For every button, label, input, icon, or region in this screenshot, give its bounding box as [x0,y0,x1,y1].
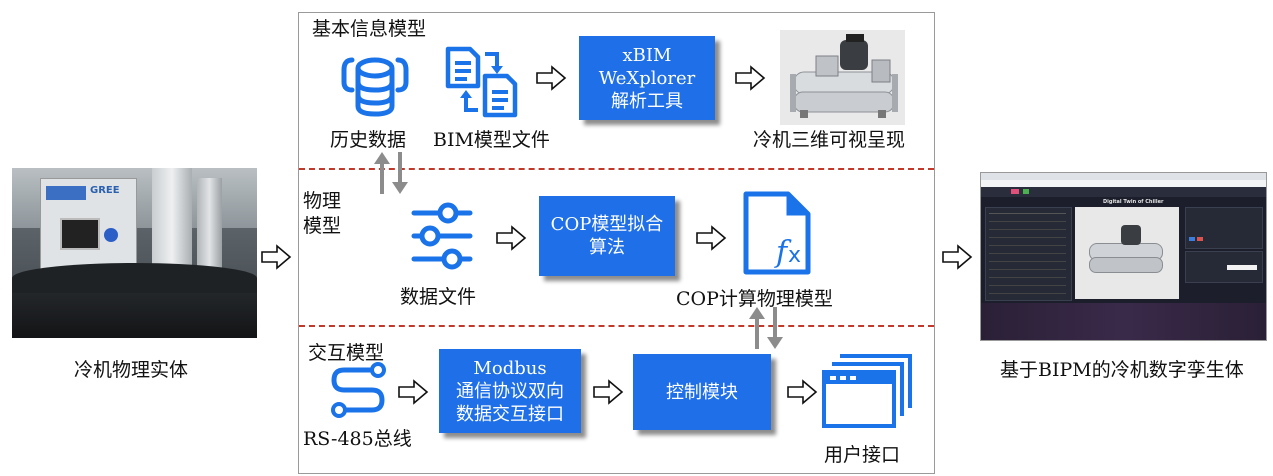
parser-line-1: xBIM [622,44,672,66]
arrow-right-icon [787,379,818,405]
history-data-label: 历史数据 [330,129,407,151]
chiller-photo: GREE [12,168,257,338]
bidirectional-arrow-icon [749,307,783,349]
model-frame [298,12,935,474]
user-interface-label: 用户接口 [824,444,901,466]
screen-title: Digital Twin of Chiller [1103,199,1164,205]
rs485-bus-label: RS-485总线 [303,428,412,450]
arrow-right-icon [496,225,527,251]
route-icon [331,362,386,418]
arrow-right-icon [696,225,727,251]
modbus-line-2: 通信协议双向 [456,380,564,402]
control-module-label: 控制模块 [666,381,738,403]
digital-twin-caption: 基于BIPM的冷机数字孪生体 [1000,359,1244,381]
function-file-icon: f x [743,191,811,275]
arrow-right-icon [398,379,429,405]
cop-fit-line-2: 算法 [589,237,625,258]
chiller-3d-render [780,30,905,125]
svg-text:x: x [788,243,801,268]
chiller-3d-label: 冷机三维可视呈现 [753,129,906,151]
cop-fit-line-1: COP模型拟合 [550,214,664,235]
arrow-right-icon [261,244,292,270]
physical-model-title-1: 物理 [303,190,342,212]
arrow-right-icon [593,379,624,405]
section-divider-top [299,168,934,170]
section-divider-bottom [299,325,934,327]
windows-icon [822,354,912,428]
photo-brand: GREE [90,185,120,196]
modbus-interface-box: Modbus 通信协议双向 数据交互接口 [439,349,581,433]
arrow-right-icon [735,65,766,91]
digital-twin-screenshot: Digital Twin of Chiller [980,172,1267,341]
arrow-right-icon [536,65,567,91]
data-file-label: 数据文件 [400,286,477,308]
database-icon [341,57,409,117]
modbus-line-3: 数据交互接口 [456,403,564,425]
modbus-line-1: Modbus [473,357,547,379]
arrow-right-icon [942,244,973,270]
parser-line-2: WeXplorer [598,67,696,89]
physical-model-title-2: 模型 [303,215,342,237]
bim-file-label: BIM模型文件 [433,129,550,151]
xbim-parser-box: xBIM WeXplorer 解析工具 [579,36,715,120]
file-sync-icon [445,46,518,118]
cop-calc-label: COP计算物理模型 [676,288,833,310]
cop-fitting-algorithm-box: COP模型拟合 算法 [539,196,675,276]
control-module-box: 控制模块 [633,354,771,430]
parser-line-3: 解析工具 [611,90,683,112]
interaction-model-title: 交互模型 [308,342,385,364]
physical-entity-caption: 冷机物理实体 [74,359,189,381]
sliders-icon [411,202,473,270]
basic-info-model-title: 基本信息模型 [312,18,427,40]
bidirectional-arrow-icon [374,152,408,194]
